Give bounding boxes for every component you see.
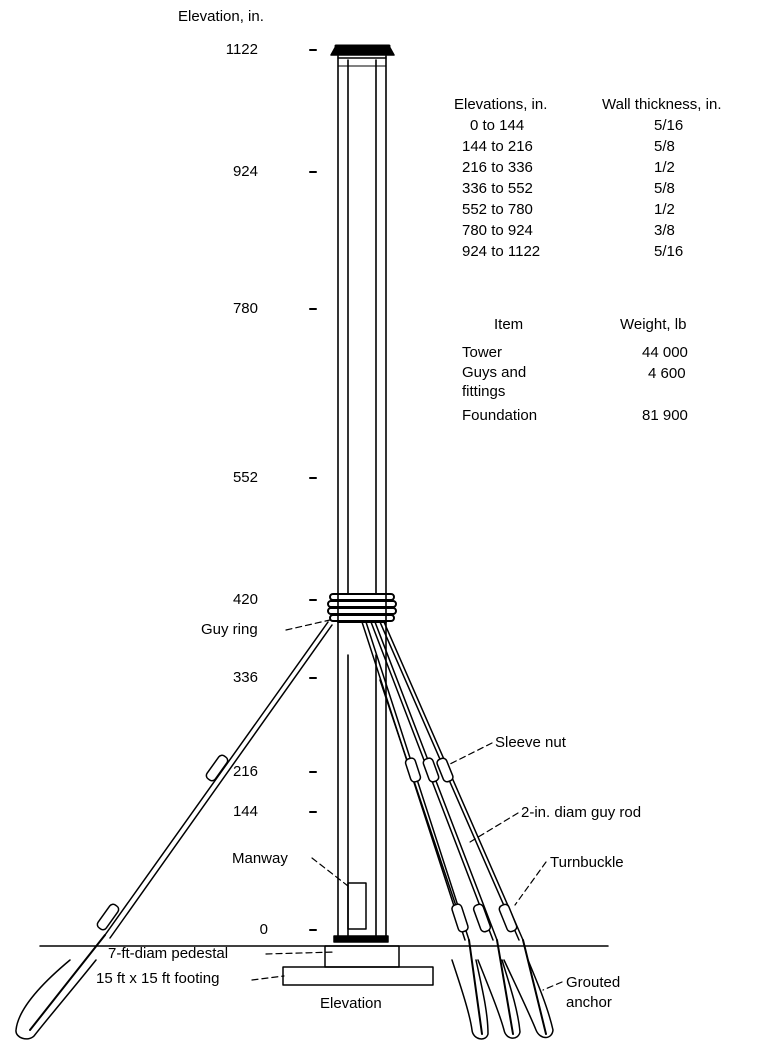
elevation-label: 552 [232, 469, 258, 486]
elevation-label: 336 [232, 669, 258, 686]
left-guy-rod [29, 621, 333, 1031]
elevation-range: 552 to 780 [462, 201, 533, 218]
footing-label: 15 ft x 15 ft footing [96, 970, 220, 987]
elevation-range: 780 to 924 [462, 222, 533, 239]
elevation-range: 144 to 216 [462, 138, 533, 155]
table-row: 924 to 1122 5/16 [454, 241, 764, 262]
elevation-range: 216 to 336 [462, 159, 533, 176]
table-row: 216 to 336 1/2 [454, 157, 764, 178]
wall-thickness: 5/16 [654, 243, 684, 260]
table-header: Wall thickness, in. [602, 96, 722, 113]
right-guy-rods [361, 621, 524, 941]
table-row: 552 to 780 1/2 [454, 199, 764, 220]
wall-thickness: 1/2 [654, 201, 675, 218]
tower-base-band [333, 935, 389, 943]
elevation-label: 924 [232, 163, 258, 180]
elevation-axis-title: Elevation, in. [178, 8, 264, 25]
table-header: Weight, lb [620, 316, 687, 333]
item-weight: 44 000 [642, 344, 688, 361]
manway-door [347, 882, 367, 930]
wall-thickness: 1/2 [654, 159, 675, 176]
item-weight: 4 600 [648, 365, 686, 382]
guy-rod-label: 2-in. diam guy rod [521, 804, 642, 821]
grouted-anchors [15, 939, 554, 1040]
wall-thickness-table: Elevations, in. Wall thickness, in. 0 to… [454, 94, 764, 262]
elevation-label: 780 [232, 300, 258, 317]
elevation-range: 924 to 1122 [462, 243, 541, 260]
elevation-range: 0 to 144 [470, 117, 525, 134]
sleeve-nut-label: Sleeve nut [495, 734, 566, 751]
item-name: Tower [462, 344, 503, 361]
wall-thickness: 5/16 [654, 117, 684, 134]
pedestal [324, 945, 400, 968]
table-row: Guys and fittings 4 600 [462, 363, 752, 405]
elevation-ticks [309, 49, 317, 931]
footing [282, 966, 434, 986]
table-row: 144 to 216 5/8 [454, 136, 764, 157]
item-name: Foundation [462, 407, 538, 424]
tower-shaft [337, 55, 387, 941]
pedestal-label: 7-ft-diam pedestal [108, 945, 229, 962]
tower-cap [330, 44, 395, 59]
wall-thickness: 5/8 [654, 180, 675, 197]
item-weight: 81 900 [642, 407, 688, 424]
manway-label: Manway [232, 850, 288, 867]
elevation-label: 144 [232, 803, 258, 820]
wall-thickness: 3/8 [654, 222, 675, 239]
turnbuckle-label: Turnbuckle [550, 854, 624, 871]
table-header-row: Elevations, in. Wall thickness, in. [454, 94, 764, 115]
view-label: Elevation [320, 995, 382, 1012]
weight-table: Item Weight, lb Tower 44 000 Guys and fi… [462, 314, 752, 426]
elevation-label: 216 [232, 763, 258, 780]
table-header: Item [494, 316, 524, 333]
elevation-range: 336 to 552 [462, 180, 533, 197]
wall-thickness: 5/8 [654, 138, 675, 155]
elevation-label: 1122 [225, 41, 258, 58]
leader-lines [251, 619, 563, 991]
elevation-label: 420 [232, 591, 258, 608]
elevation-label: 0 [259, 921, 268, 938]
grouted-anchor-label: Grouted anchor [566, 974, 621, 1011]
table-row: 780 to 924 3/8 [454, 220, 764, 241]
guy-ring-label: Guy ring [201, 621, 258, 638]
table-row: 336 to 552 5/8 [454, 178, 764, 199]
item-name: Guys and fittings [462, 364, 527, 400]
table-row: Foundation 81 900 [462, 405, 752, 426]
table-header-row: Item Weight, lb [462, 314, 752, 342]
table-header: Elevations, in. [454, 96, 548, 113]
table-row: Tower 44 000 [462, 342, 752, 363]
table-row: 0 to 144 5/16 [454, 115, 764, 136]
